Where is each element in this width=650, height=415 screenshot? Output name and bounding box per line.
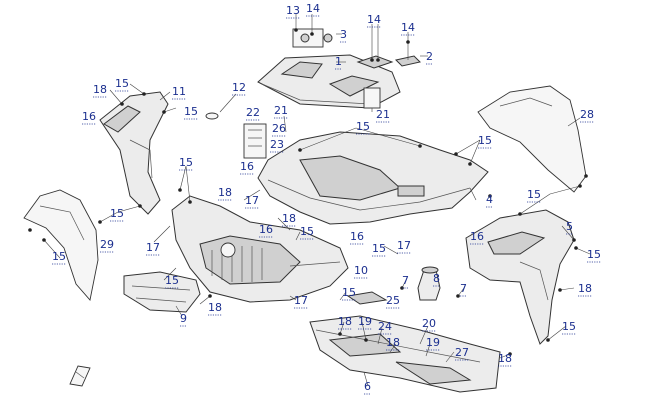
callout-15: 15: [356, 120, 370, 133]
callout-16: 16: [82, 110, 96, 123]
callout-18: 18: [578, 282, 592, 295]
side-panel-left-11: [99, 91, 169, 215]
callout-6: 6: [364, 380, 371, 393]
callout-labels: 13 14 3 14 14 2 1 12 18 15 11 16 15 22 2…: [52, 2, 601, 395]
callout-2: 2: [426, 50, 433, 63]
bracket-part-3: [292, 28, 333, 48]
callout-15: 15: [372, 242, 386, 255]
grommet-12: [205, 112, 219, 120]
callout-9: 9: [180, 312, 187, 325]
callout-23: 23: [270, 138, 284, 151]
callout-14: 14: [401, 21, 415, 34]
callout-17: 17: [397, 239, 411, 252]
leader-lines: [43, 14, 591, 387]
callout-18: 18: [218, 186, 232, 199]
callout-15: 15: [165, 274, 179, 287]
callout-15: 15: [300, 225, 314, 238]
callout-14: 14: [306, 2, 320, 15]
callout-15: 15: [52, 250, 66, 263]
callout-24: 24: [378, 320, 392, 333]
callout-16: 16: [350, 230, 364, 243]
callout-19: 19: [358, 315, 372, 328]
callout-16: 16: [470, 230, 484, 243]
plate-part-2: [356, 55, 421, 109]
callout-15: 15: [184, 105, 198, 118]
callout-21: 21: [274, 104, 288, 117]
callout-22: 22: [246, 106, 260, 119]
callout-13: 13: [286, 4, 300, 17]
callout-18: 18: [282, 212, 296, 225]
callout-16: 16: [240, 160, 254, 173]
fender-right-28: [477, 85, 587, 193]
callout-4: 4: [486, 193, 493, 206]
callout-18: 18: [208, 301, 222, 314]
callout-11: 11: [172, 85, 186, 98]
callout-15: 15: [527, 188, 541, 201]
callout-19: 19: [426, 336, 440, 349]
callout-25: 25: [386, 294, 400, 307]
callout-14: 14: [367, 13, 381, 26]
main-body-panel-4: [257, 131, 489, 225]
cap-part-8: [417, 266, 441, 301]
fastener-dots: [28, 28, 588, 356]
callout-21: 21: [376, 108, 390, 121]
callout-16: 16: [259, 223, 273, 236]
callout-15: 15: [179, 156, 193, 169]
callout-26: 26: [272, 122, 286, 135]
callout-20: 20: [422, 317, 436, 330]
callout-1: 1: [335, 55, 342, 68]
callout-15: 15: [587, 248, 601, 261]
callout-5: 5: [566, 220, 573, 233]
callout-18: 18: [93, 83, 107, 96]
callout-8: 8: [433, 272, 440, 285]
bumper-front-10: [171, 195, 349, 303]
side-panel-right-5: [465, 209, 575, 345]
callout-17: 17: [294, 294, 308, 307]
callout-18: 18: [498, 352, 512, 365]
callout-15: 15: [562, 320, 576, 333]
callout-3: 3: [340, 28, 347, 41]
callout-15: 15: [115, 77, 129, 90]
callout-7: 7: [460, 282, 467, 295]
pad-part-25: [346, 291, 388, 305]
callout-15: 15: [110, 207, 124, 220]
lower-skid-9: [123, 271, 201, 313]
callout-28: 28: [580, 108, 594, 121]
callout-18: 18: [338, 315, 352, 328]
callout-7: 7: [402, 274, 409, 287]
lower-tray-6: [309, 315, 501, 393]
callout-15: 15: [478, 134, 492, 147]
callout-12: 12: [232, 81, 246, 94]
callout-29: 29: [100, 238, 114, 251]
callout-18: 18: [386, 336, 400, 349]
bracket-part-22-26-23: [243, 123, 267, 159]
callout-15: 15: [342, 286, 356, 299]
callout-10: 10: [354, 264, 368, 277]
callout-27: 27: [455, 346, 469, 359]
fender-left-29: [23, 189, 99, 301]
direction-arrow-icon: [69, 365, 91, 387]
callout-17: 17: [146, 241, 160, 254]
callout-17: 17: [245, 194, 259, 207]
